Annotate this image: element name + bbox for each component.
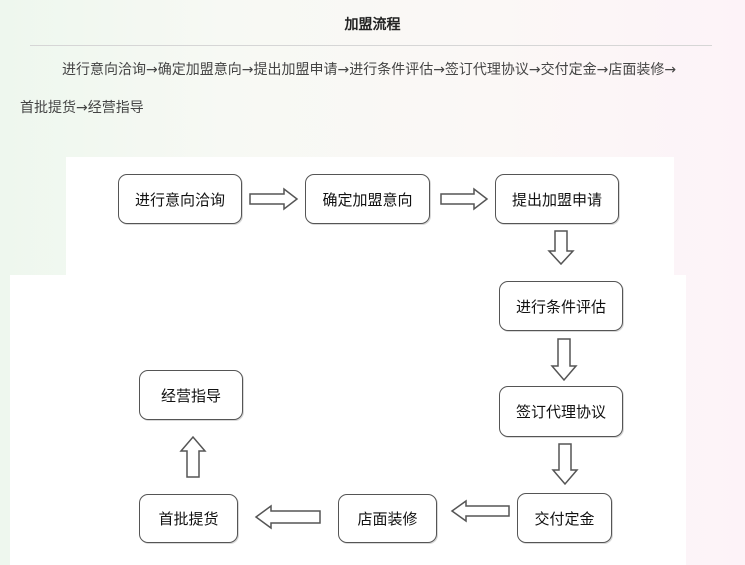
arrow-down-1 [547,230,575,266]
title-divider [30,45,712,46]
step-confirm: 确定加盟意向 [305,174,430,224]
step-decoration: 店面装修 [338,494,437,543]
arrow-right-1 [249,187,299,211]
intro-text: 进行意向洽询→确定加盟意向→提出加盟申请→进行条件评估→签订代理协议→交付定金→… [20,60,732,119]
arrow-up-1 [179,435,207,478]
page-title: 加盟流程 [344,17,401,33]
arrow-right-2 [440,187,489,211]
arrow-left-1 [450,499,510,523]
step-deposit: 交付定金 [517,493,612,543]
arrow-down-2 [550,338,578,382]
intro-line-1: 进行意向洽询→确定加盟意向→提出加盟申请→进行条件评估→签订代理协议→交付定金→… [62,62,677,78]
intro-line-2: 首批提货→经营指导 [20,100,144,116]
arrow-left-2 [254,504,321,530]
step-first-stock: 首批提货 [139,494,238,543]
step-evaluate: 进行条件评估 [499,281,623,331]
step-inquiry: 进行意向洽询 [118,174,242,224]
step-apply: 提出加盟申请 [495,174,619,224]
arrow-down-3 [551,443,579,486]
step-agreement: 签订代理协议 [499,386,623,437]
step-guidance: 经营指导 [139,370,243,420]
